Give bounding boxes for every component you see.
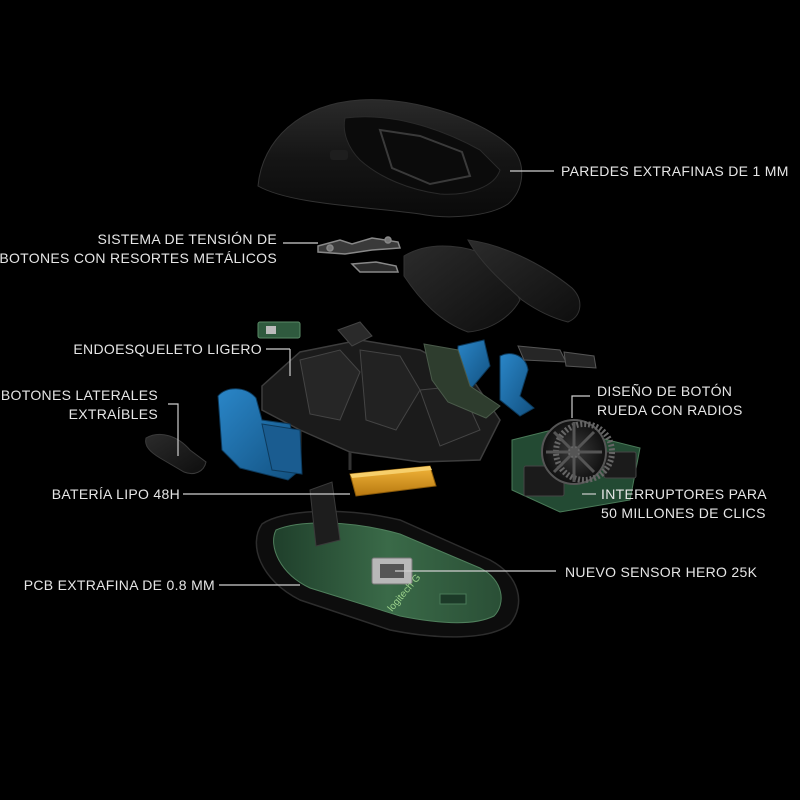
removable-side-button: [145, 434, 207, 475]
bottom-shell-pcb: logitech G: [255, 481, 520, 638]
label-side-buttons: BOTONES LATERALES EXTRAÍBLES: [1, 386, 158, 424]
label-wheel: DISEÑO DE BOTÓN RUEDA CON RADIOS: [597, 382, 743, 420]
label-wheel-line2: RUEDA CON RADIOS: [597, 402, 743, 418]
blue-side-buttons: [217, 339, 535, 481]
label-walls: PAREDES EXTRAFINAS DE 1 MM: [561, 163, 789, 179]
label-battery: BATERÍA LIPO 48H: [51, 486, 180, 502]
label-switch-line2: 50 MILLONES DE CLICS: [601, 505, 766, 521]
leader-wheel: [571, 395, 590, 418]
leader-side: [168, 403, 179, 456]
spring-tension-parts: [317, 236, 402, 273]
leader-lines: [168, 170, 596, 586]
label-tension-line2: BOTONES CON RESORTES METÁLICOS: [0, 250, 277, 266]
label-side-line2: EXTRAÍBLES: [68, 406, 158, 422]
label-side-line1: BOTONES LATERALES: [0, 387, 158, 403]
scroll-wheel-assembly: [511, 419, 641, 513]
label-tension: SISTEMA DE TENSIÓN DE BOTONES CON RESORT…: [0, 230, 277, 268]
label-endoskeleton: ENDOESQUELETO LIGERO: [73, 341, 262, 357]
top-shell: [257, 99, 523, 218]
label-sensor: NUEVO SENSOR HERO 25K: [565, 564, 758, 580]
label-switches: INTERRUPTORES PARA 50 MILLONES DE CLICS: [601, 485, 767, 523]
label-wheel-line1: DISEÑO DE BOTÓN: [597, 383, 733, 399]
label-switch-line1: INTERRUPTORES PARA: [601, 486, 767, 502]
label-tension-line1: SISTEMA DE TENSIÓN DE: [97, 231, 277, 247]
lipo-battery: [349, 465, 437, 497]
wheel-bracket-parts: [517, 345, 597, 369]
small-button-pcb: [257, 321, 301, 339]
label-pcb: PCB EXTRAFINA DE 0.8 MM: [23, 577, 215, 593]
main-buttons: [403, 239, 581, 333]
